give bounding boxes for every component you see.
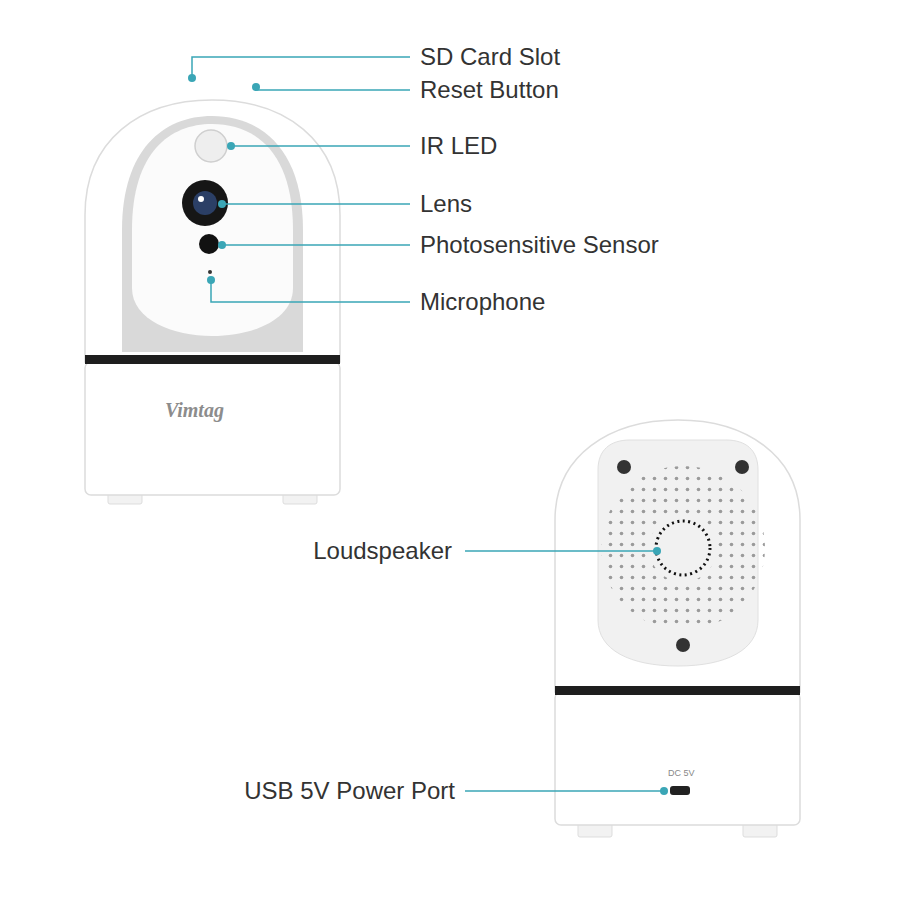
callout-label: USB 5V Power Port <box>244 777 455 805</box>
callout-label: Reset Button <box>420 76 559 104</box>
callout-label: Microphone <box>420 288 545 316</box>
callout-label: Photosensitive Sensor <box>420 231 659 259</box>
callout-label: IR LED <box>420 132 497 160</box>
callout-label: Lens <box>420 190 472 218</box>
callout-label: SD Card Slot <box>420 43 560 71</box>
brand-logo: Vimtag <box>165 396 224 424</box>
leader-lines <box>192 57 664 791</box>
back-camera <box>555 420 800 837</box>
leader-dots <box>188 74 668 795</box>
callout-label: Loudspeaker <box>313 537 452 565</box>
port-marking: DC 5V <box>668 767 695 779</box>
